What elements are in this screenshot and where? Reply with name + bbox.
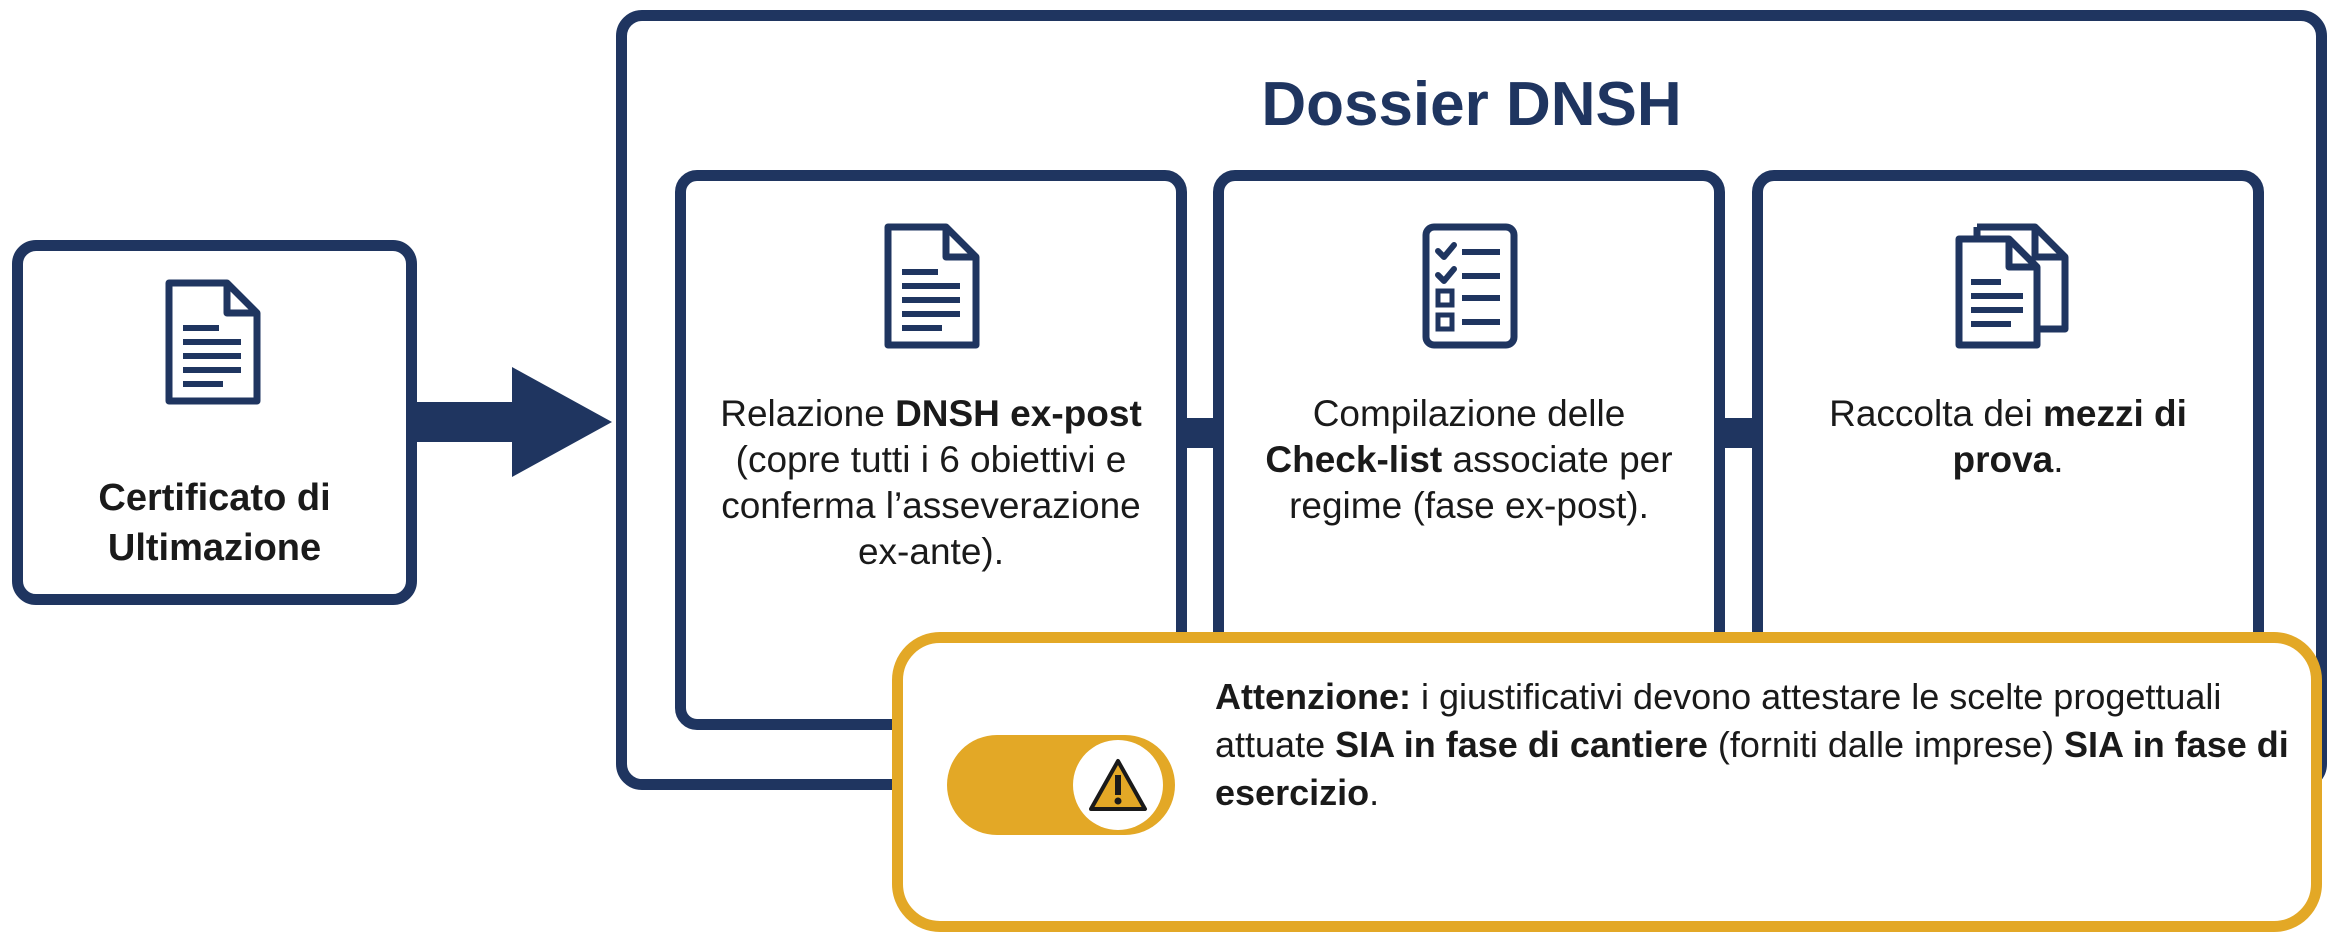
dossier-title: Dossier DNSH: [1261, 70, 1682, 139]
documents-stack-icon: [1955, 223, 2069, 349]
flow-arrow-shaft: [417, 402, 517, 442]
step-text-checklist: Compilazione delle Check-list associate …: [1265, 393, 1673, 526]
flow-arrow-head: [512, 367, 612, 477]
document-icon: [165, 279, 261, 405]
step-text-mezzi-di-prova: Raccolta dei mezzi di prova.: [1829, 393, 2187, 480]
certificate-box: Certificato di Ultimazione: [12, 240, 417, 605]
checklist-icon: [1422, 223, 1518, 349]
step-connector: [1722, 418, 1752, 448]
warning-knob: [1073, 740, 1163, 830]
step-connector: [1184, 418, 1214, 448]
warning-callout: Attenzione: i giustificativi devono atte…: [892, 632, 2322, 932]
warning-badge: [947, 735, 1175, 835]
document-icon: [884, 223, 980, 349]
warning-text: Attenzione: i giustificativi devono atte…: [1215, 676, 2289, 813]
certificate-label: Certificato di Ultimazione: [98, 477, 331, 569]
step-text-relazione: Relazione DNSH ex-post (copre tutti i 6 …: [720, 393, 1142, 572]
warning-icon: [1089, 759, 1147, 811]
